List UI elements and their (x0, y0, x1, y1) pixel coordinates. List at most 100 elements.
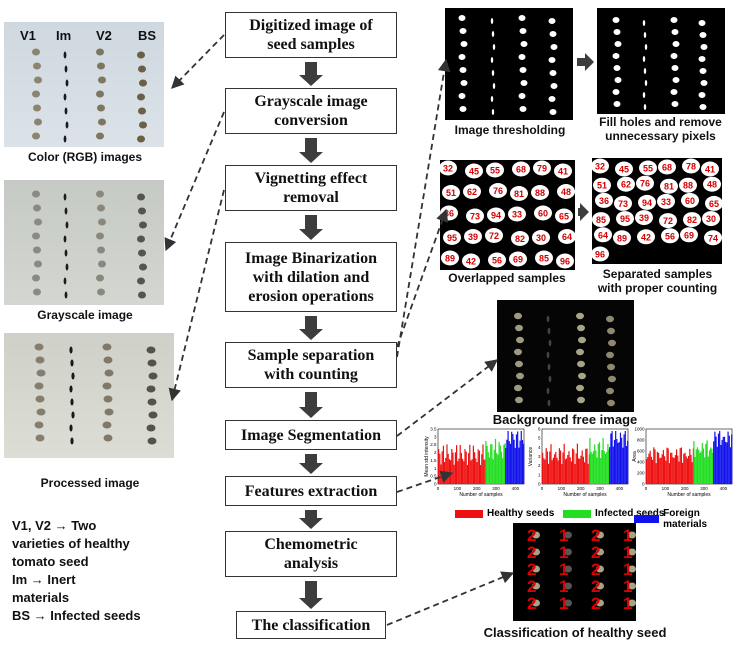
chart-bar (695, 449, 697, 484)
seed (487, 207, 505, 223)
chart-bar (550, 444, 552, 484)
chart-bar (610, 433, 612, 484)
note-line: BS → Infected seeds (12, 608, 141, 623)
seed (70, 359, 74, 367)
chart-bar (601, 449, 603, 484)
chart-bar (481, 454, 483, 484)
seed (32, 48, 40, 56)
chart-bar (729, 447, 732, 484)
seed (462, 253, 480, 269)
seed (606, 315, 614, 323)
seed-number: 96 (560, 257, 570, 267)
chart-bar (676, 449, 678, 484)
dashed-connector (164, 111, 225, 252)
legend-label: Foreign materials (663, 508, 708, 530)
seed-number: 82 (687, 215, 697, 225)
chart-ytick: 4 (538, 445, 541, 450)
seed (576, 348, 584, 356)
seed (69, 385, 73, 393)
column-header-v1: V1 (20, 28, 36, 43)
chart-bar (520, 431, 522, 484)
chart-bar (505, 448, 507, 484)
seed-number: 69 (513, 255, 523, 265)
chart-bar (731, 434, 733, 484)
class-label: 2 (591, 543, 600, 562)
chart-bar (719, 431, 721, 484)
flow-step-digitized: Digitized image of seed samples (225, 12, 397, 58)
seed (515, 360, 523, 368)
chart-bar (592, 451, 595, 484)
seed (628, 565, 636, 573)
chart-bar (699, 452, 701, 484)
seed-number: 56 (492, 256, 502, 266)
seed (671, 65, 679, 71)
seed (637, 229, 655, 245)
class-label: 2 (527, 526, 536, 545)
seed (34, 76, 42, 84)
chart-bar (544, 459, 546, 484)
chart-bar (440, 464, 442, 484)
chart-bar (708, 450, 711, 484)
chart-bar (621, 437, 623, 484)
seed (659, 213, 677, 229)
seed-number: 36 (444, 209, 454, 219)
chart-bar (485, 440, 487, 484)
chart-xtick: 400 (512, 486, 520, 491)
chart-bar (613, 439, 616, 484)
seed (549, 31, 557, 37)
seed (533, 160, 551, 176)
seed (564, 548, 572, 556)
seed (64, 249, 68, 257)
seed-number: 94 (642, 198, 652, 208)
seed (643, 32, 647, 38)
dashed-connector (396, 58, 451, 358)
class-label: 1 (623, 543, 632, 562)
chart-bar (503, 444, 505, 484)
seed-number: 65 (559, 212, 569, 222)
chart-bar (444, 462, 446, 484)
seed (519, 67, 527, 73)
seed (490, 57, 494, 63)
down-arrow (299, 215, 323, 240)
seed (564, 582, 572, 590)
chart-bar (521, 440, 524, 484)
class-label: 1 (623, 560, 632, 579)
seed (548, 375, 552, 383)
seed-number: 42 (641, 232, 651, 242)
chart-bar (609, 447, 611, 484)
chart-bar (472, 445, 474, 484)
seed (63, 135, 67, 143)
chart-bar (648, 453, 650, 484)
seed-number: 81 (514, 189, 524, 199)
seed (64, 65, 68, 73)
chart-bar (682, 462, 684, 484)
chart-bar (616, 438, 618, 484)
seed (606, 351, 614, 359)
seed (705, 195, 722, 211)
seed (146, 346, 156, 354)
chart-bar (674, 455, 676, 484)
seed-number: 64 (598, 230, 608, 240)
seed (138, 107, 146, 115)
chart-bar (587, 463, 589, 484)
seed (511, 231, 529, 246)
chart-bar (702, 448, 705, 484)
chart-bar (515, 434, 518, 484)
chart-bar (555, 451, 557, 484)
seed (514, 384, 522, 392)
class-label: 2 (527, 543, 536, 562)
legend-swatch-healthy (455, 509, 483, 518)
chart-bar (523, 443, 525, 484)
seed (63, 93, 67, 101)
seed (63, 235, 67, 243)
seed (65, 221, 69, 229)
chart-bar (502, 458, 504, 484)
chart-bar (604, 453, 607, 484)
seed (642, 20, 646, 26)
chart-bar (594, 444, 596, 484)
chart-xtick: 300 (492, 486, 500, 491)
seed (670, 17, 678, 23)
seed (700, 44, 708, 50)
seed (548, 57, 556, 63)
